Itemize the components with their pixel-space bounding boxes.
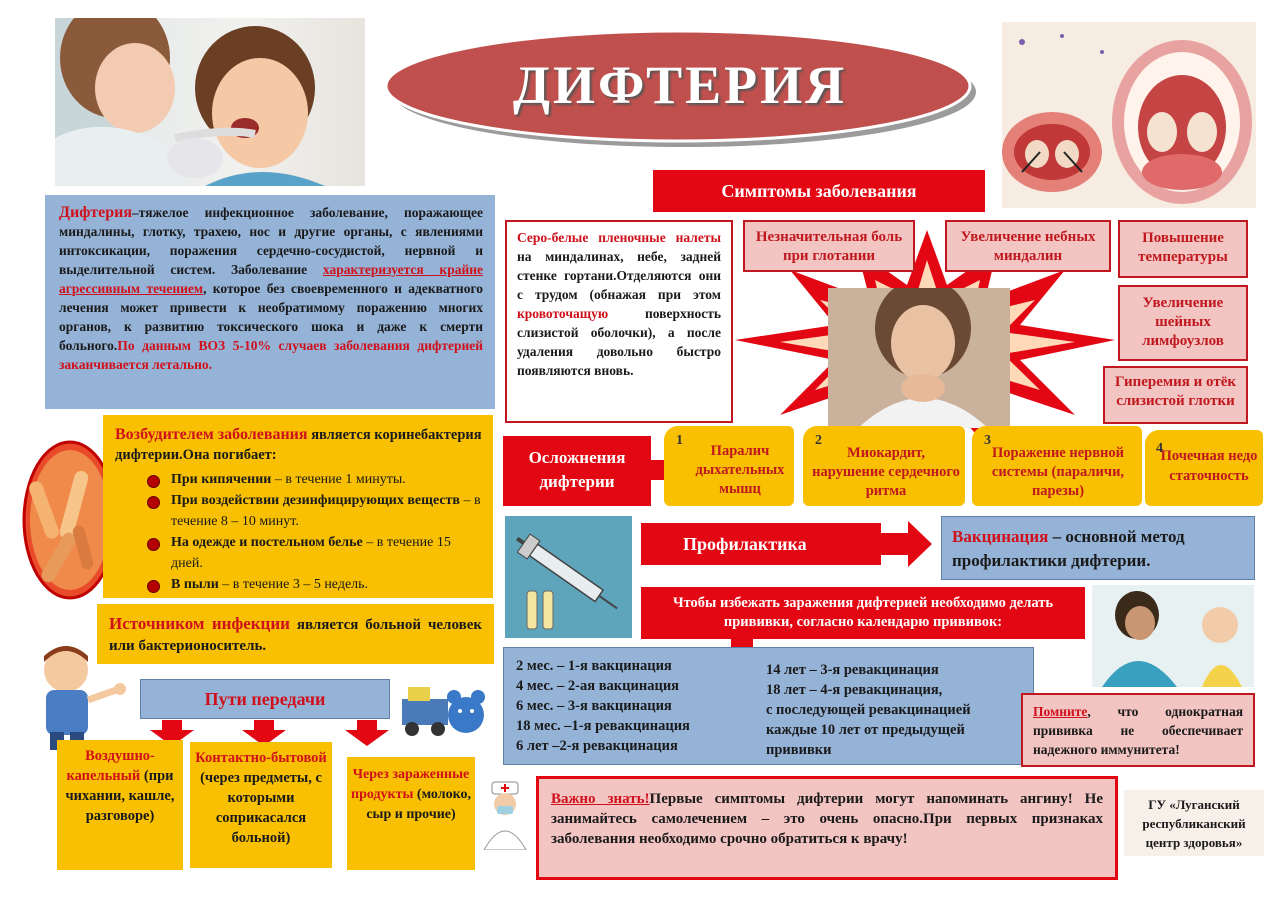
arrow-down-icon bbox=[242, 720, 286, 746]
pathogen-list: При кипячении – в течение 1 минуты. При … bbox=[145, 469, 483, 595]
complications-title: Осложнения дифтерии bbox=[503, 436, 651, 506]
vaccination-banner: Чтобы избежать заражения дифтерией необх… bbox=[641, 587, 1085, 639]
complication-2 bbox=[803, 426, 965, 506]
symptom-membranes: Серо-белые пленочные налеты на миндалина… bbox=[505, 220, 733, 423]
toys-image bbox=[398, 677, 490, 743]
organization-label: ГУ «Луганский республиканский центр здор… bbox=[1124, 790, 1264, 856]
source-title: Источником инфекции bbox=[109, 614, 290, 633]
source-text: является больной человек или бактерионос… bbox=[109, 617, 482, 654]
list-item: 2 мес. – 1-я вакцинация bbox=[516, 658, 672, 674]
title-oval: ДИФТЕРИЯ bbox=[380, 26, 980, 150]
complication-number: 3 bbox=[984, 433, 991, 448]
photo-nurse-baby bbox=[1092, 585, 1254, 687]
complication-3-text: Поражение нервной системы (параличи, пар… bbox=[991, 445, 1125, 499]
symptom-fever: Повышение температуры bbox=[1118, 220, 1248, 278]
list-item: каждые 10 лет от предыдущей bbox=[766, 722, 965, 738]
symptom-hyperemia: Гиперемия и отёк слизистой глотки bbox=[1103, 366, 1248, 424]
pathogen-box: Возбудителем заболевания является корине… bbox=[103, 415, 493, 598]
complication-2-text: Миокардит, нарушение сердечного ритма bbox=[812, 445, 960, 499]
list-item: 18 мес. –1-я ревакцинация bbox=[516, 718, 690, 734]
complication-3 bbox=[972, 426, 1142, 506]
arrow-right-icon bbox=[880, 521, 932, 567]
complication-1 bbox=[664, 426, 794, 506]
transmission-airborne: Воздушно-капельный (при чихании, кашле, … bbox=[57, 740, 183, 870]
transmission-food: Через зараженные продукты (молоко, сыр и… bbox=[347, 757, 475, 870]
list-item: В пыли – в течение 3 – 5 недель. bbox=[145, 574, 483, 595]
page-title: ДИФТЕРИЯ bbox=[512, 55, 848, 115]
list-item: прививки bbox=[766, 742, 832, 758]
complication-number: 4 bbox=[1156, 441, 1163, 456]
remember-box: Помните, что однократная прививка не обе… bbox=[1021, 693, 1255, 767]
complication-4 bbox=[1145, 430, 1263, 506]
definition-who: По данным ВОЗ 5-10% случаев заболевания … bbox=[59, 338, 483, 372]
doctor-icon bbox=[480, 780, 530, 851]
schedule-right: 14 лет – 3-я ревакцинация 18 лет – 4-я р… bbox=[766, 660, 1028, 760]
symptoms-title: Симптомы заболевания bbox=[653, 170, 985, 212]
definition-text-2: , которое без своевременного и адекватно… bbox=[59, 281, 483, 353]
arrow-down-icon bbox=[150, 720, 194, 746]
complication-number: 2 bbox=[815, 433, 822, 448]
definition-text: –тяжелое инфекционное заболевание, пораж… bbox=[59, 205, 483, 277]
complication-number: 1 bbox=[676, 433, 683, 448]
syringe-image bbox=[505, 516, 632, 638]
photo-doctor-boy bbox=[55, 18, 365, 186]
schedule-left: 2 мес. – 1-я вакцинация 4 мес. – 2-ая ва… bbox=[516, 656, 756, 756]
complication-4-text: Почечная недостаточность bbox=[1160, 448, 1258, 484]
vaccination-box: Вакцинация – основной метод профилактики… bbox=[941, 516, 1255, 580]
list-item: 18 лет – 4-я ревакцинация, bbox=[766, 682, 943, 698]
list-item: На одежде и постельном белье – в течение… bbox=[145, 532, 483, 574]
list-item: 6 мес. – 3-я вакцинация bbox=[516, 698, 672, 714]
symptom-tonsils: Увеличение небных миндалин bbox=[945, 220, 1111, 272]
list-item: 6 лет –2-я ревакцинация bbox=[516, 738, 678, 754]
list-item: При кипячении – в течение 1 минуты. bbox=[145, 469, 483, 490]
bacteria-image bbox=[22, 440, 118, 600]
symptom-pain-swallowing: Незначительная боль при глотании bbox=[743, 220, 915, 272]
complication-1-text: Паралич дыхательных мышц bbox=[695, 443, 785, 497]
definition-box: Дифтерия–тяжелое инфекционное заболевани… bbox=[45, 195, 495, 409]
prevention-title: Профилактика bbox=[641, 523, 881, 565]
important-box: Важно знать!Первые симптомы дифтерии мог… bbox=[536, 776, 1118, 880]
arrow-down-icon bbox=[345, 720, 389, 746]
sneezing-boy-image bbox=[28, 640, 128, 752]
definition-highlight: характеризуется крайне агрессивным течен… bbox=[59, 262, 484, 296]
pathogen-intro: Возбудителем заболевания является корине… bbox=[115, 426, 482, 463]
list-item: с последующей ревакцинацией bbox=[766, 702, 971, 718]
list-item: 14 лет – 3-я ревакцинация bbox=[766, 662, 939, 678]
photo-throat bbox=[1002, 22, 1256, 208]
transmission-contact: Контактно-бытовой (через предметы, с кот… bbox=[190, 742, 332, 868]
list-item: При воздействии дезинфицирующих веществ … bbox=[145, 490, 483, 532]
vaccination-schedule: 2 мес. – 1-я вакцинация 4 мес. – 2-ая ва… bbox=[503, 647, 1034, 765]
photo-woman-sore-throat bbox=[828, 288, 1010, 428]
symptom-lymph-nodes: Увеличение шейных лимфоузлов bbox=[1118, 285, 1248, 361]
definition-term: Дифтерия bbox=[59, 204, 133, 221]
list-item: 4 мес. – 2-ая вакцинация bbox=[516, 678, 680, 694]
source-box: Источником инфекции является больной чел… bbox=[97, 604, 494, 664]
transmission-title: Пути передачи bbox=[140, 679, 390, 719]
